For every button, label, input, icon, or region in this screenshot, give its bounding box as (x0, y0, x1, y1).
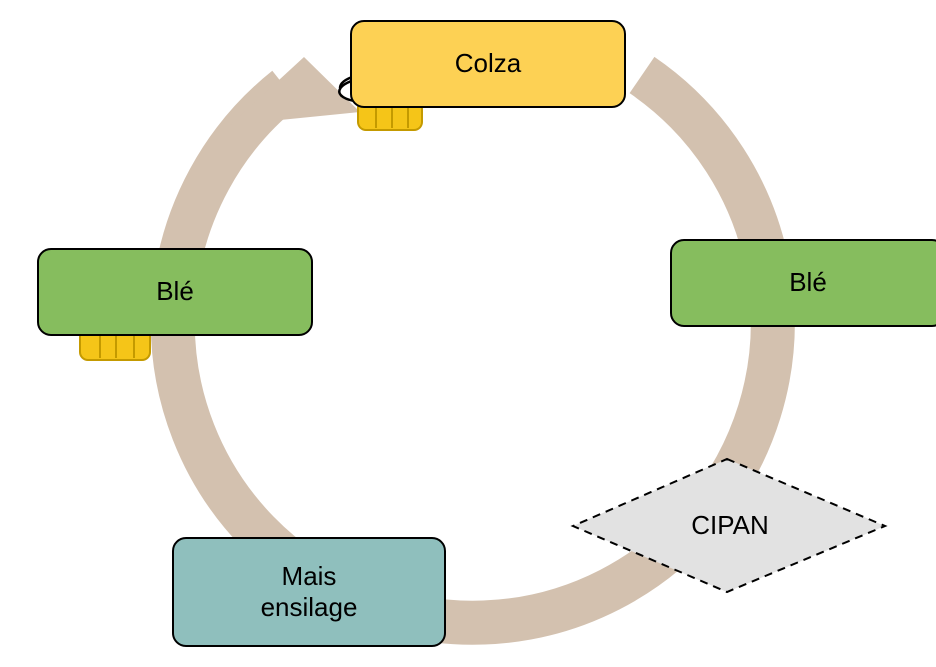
crop-label: Blé (156, 276, 194, 307)
crop-node-ble-right: Blé (670, 239, 936, 327)
crop-node-ble-left: Blé (37, 248, 313, 336)
crop-label-line1: Mais (281, 560, 337, 591)
crop-label-line2: ensilage (260, 592, 358, 622)
cipan-label: CIPAN (691, 509, 769, 540)
crop-node-mais-ensilage: Mais ensilage (172, 537, 446, 647)
cipan-diamond (570, 457, 888, 594)
crop-label: Colza (454, 48, 522, 79)
crop-label: Blé (789, 267, 827, 298)
crop-node-colza: Colza (350, 20, 626, 108)
